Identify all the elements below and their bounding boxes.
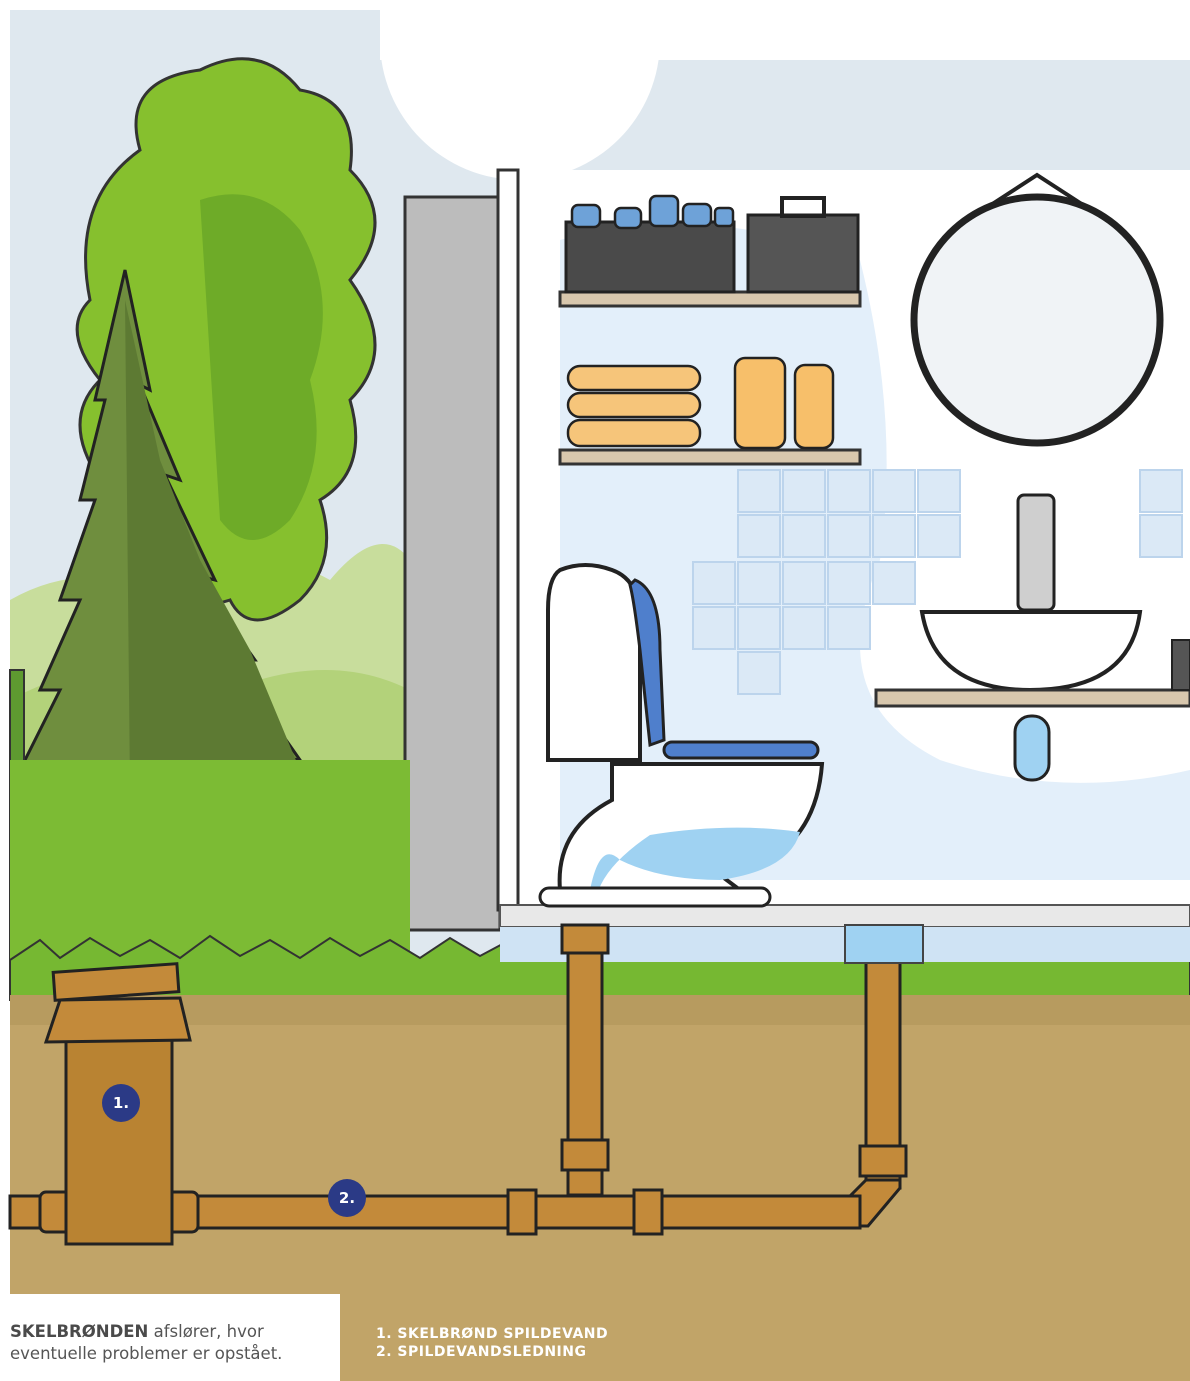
toilet-tank [548,565,640,760]
toilet-seat [664,742,818,758]
marker-2-label: 2. [339,1189,355,1207]
toilet-base [540,888,770,906]
basket-left [566,222,734,292]
birch-canopy-shade [200,194,323,540]
pipe-coupling-1 [508,1190,536,1234]
caption-bold: SKELBRØNDEN [10,1322,148,1341]
basket-right [748,215,858,292]
floor-drain-grate [845,925,923,963]
towels [568,366,700,446]
floor-drain-joint [860,1146,906,1176]
plant-pot [1172,640,1190,690]
legend: 1. SKELBRØND SPILDEVAND 2. SPILDEVANDSLE… [376,1325,608,1361]
legend-item-1: 1. SKELBRØND SPILDEVAND [376,1325,608,1343]
lower-shelf [560,450,860,464]
sink-counter [876,690,1190,706]
lotion-bottles [735,358,833,448]
exterior-wall [405,197,500,930]
marker-2: 2. [328,1179,366,1217]
inspection-well [66,1040,172,1244]
lawn [10,760,410,960]
mirror [914,197,1160,443]
marker-1: 1. [102,1084,140,1122]
sink-trap [1015,716,1049,780]
cloud-top [380,0,1190,60]
caption: SKELBRØNDEN afslører, hvor eventuelle pr… [10,1321,330,1365]
upper-shelf [560,292,860,306]
well-collar [46,998,190,1042]
marker-1-label: 1. [113,1094,129,1112]
toilet-pipe-socket [562,925,608,953]
faucet [1018,495,1054,610]
wall-frame [498,170,518,910]
legend-item-2: 2. SPILDEVANDSLEDNING [376,1343,608,1361]
toilet-pipe-joint [562,1140,608,1170]
pipe-coupling-2 [634,1190,662,1234]
